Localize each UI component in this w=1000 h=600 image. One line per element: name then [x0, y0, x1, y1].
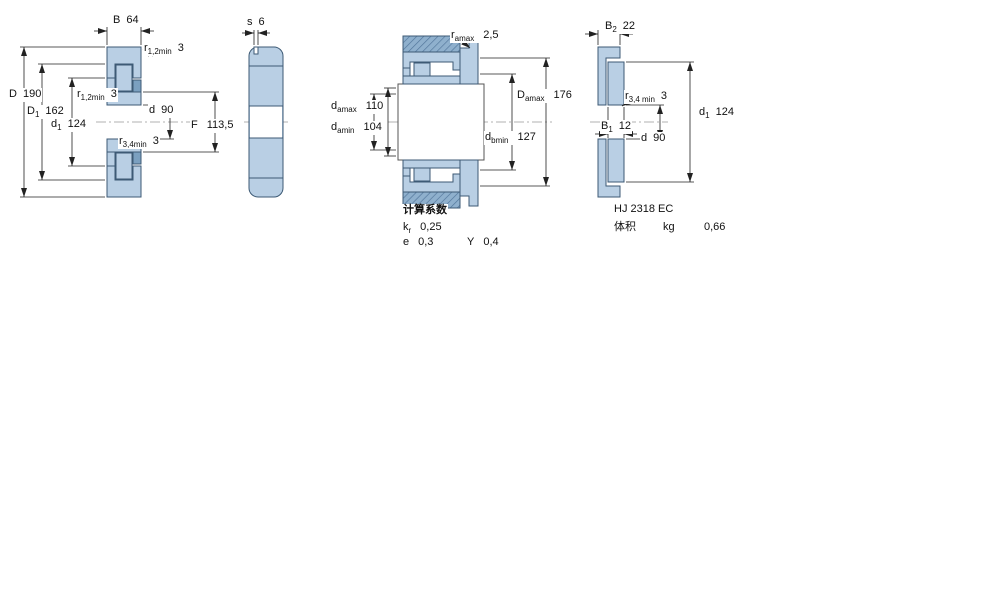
view1-front-section	[106, 46, 142, 198]
mass-label: 体积	[613, 221, 637, 234]
calculation-factors-title: 计算系数	[402, 204, 448, 217]
angle-ring-designation: HJ 2318 EC	[613, 203, 675, 216]
view1-side-view	[248, 46, 284, 198]
view2-mounted-section	[397, 35, 485, 209]
mass-value: 0,66	[703, 221, 727, 234]
mass-unit: kg	[662, 221, 676, 234]
view3-angle-ring-section	[597, 46, 625, 198]
